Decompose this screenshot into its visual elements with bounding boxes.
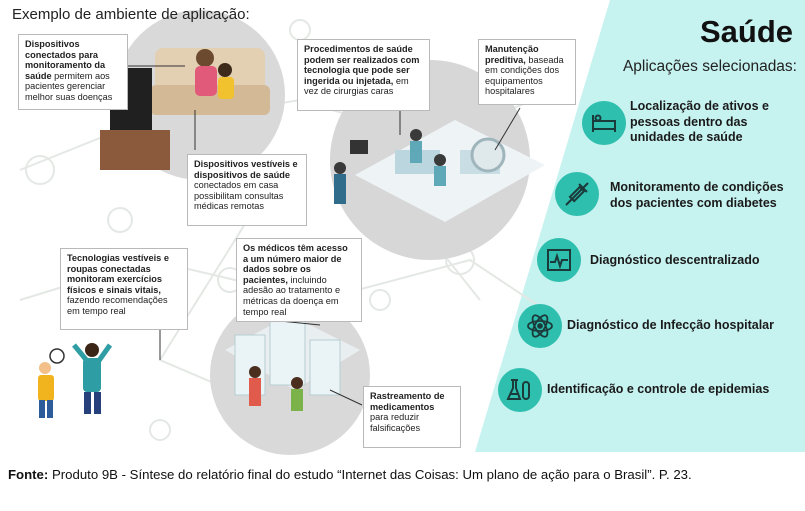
callout-text: incluindo adesão ao tratamento e métrica…	[243, 274, 341, 317]
heartbeat-monitor-icon	[537, 238, 581, 282]
hospital-bed-icon	[582, 101, 626, 145]
source-text: Produto 9B - Síntese do relatório final …	[48, 467, 692, 482]
callout-text: em vez de cirurgias caras	[304, 75, 409, 97]
atom-icon	[518, 304, 562, 348]
callout-text: baseada em condições dos equipamentos ho…	[485, 54, 564, 97]
callout-bold: Rastreamento de medicamentos	[370, 391, 445, 412]
callout-text: permitem aos pacientes gerenciar melhor …	[25, 70, 113, 102]
callout-bold: Dispositivos conectados para monitoramen…	[25, 39, 106, 81]
application-epidemic-control: Identificação e controle de epidemias	[547, 382, 770, 396]
callout-wearables-remote: Dispositivos vestíveis e dispositivos de…	[187, 154, 307, 226]
callout-bold: Manutenção preditiva,	[485, 44, 539, 65]
application-decentralized-diagnosis: Diagnóstico descentralizado	[590, 253, 760, 267]
panel-subtitle: Aplicações selecionadas:	[622, 58, 797, 75]
application-diabetes-monitoring: Monitoramento de condições dos pacientes…	[610, 180, 784, 210]
syringe-icon	[555, 172, 599, 216]
panel-title: Saúde	[700, 14, 794, 49]
callout-bold: Tecnologias vestíveis e roupas conectada…	[67, 253, 169, 295]
callout-text: fazendo recomendações em tempo real	[67, 295, 168, 316]
callout-bold: Dispositivos vestíveis e dispositivos de…	[194, 159, 298, 180]
callout-wearable-clothing: Tecnologias vestíveis e roupas conectada…	[60, 248, 188, 330]
application-asset-location: Localização de ativos e pessoas dentro d…	[630, 99, 769, 144]
callout-ingestible-tech: Procedimentos de saúde podem ser realiza…	[297, 39, 430, 111]
intro-title: Exemplo de ambiente de aplicação:	[12, 6, 250, 23]
callout-home-monitoring: Dispositivos conectados para monitoramen…	[18, 34, 128, 110]
callout-doctor-data: Os médicos têm acesso a um número maior …	[236, 238, 362, 322]
source-label: Fonte:	[8, 467, 49, 482]
callout-text: para reduzir falsificações	[370, 412, 421, 433]
lab-flasks-icon	[498, 368, 542, 412]
callout-drug-tracking: Rastreamento de medicamentos para reduzi…	[363, 386, 461, 448]
callout-text: conectados em casa possibilitam consulta…	[194, 180, 284, 212]
callout-predictive-maintenance: Manutenção preditiva, baseada em condiçõ…	[478, 39, 576, 105]
source-note: Fonte: Produto 9B - Síntese do relatório…	[8, 467, 798, 483]
callout-bold: Os médicos têm acesso a um número maior …	[243, 243, 348, 285]
callout-bold: Procedimentos de saúde podem ser realiza…	[304, 44, 420, 86]
sports-scene	[38, 343, 113, 418]
application-hospital-infection: Diagnóstico de Infecção hospitalar	[567, 318, 774, 332]
